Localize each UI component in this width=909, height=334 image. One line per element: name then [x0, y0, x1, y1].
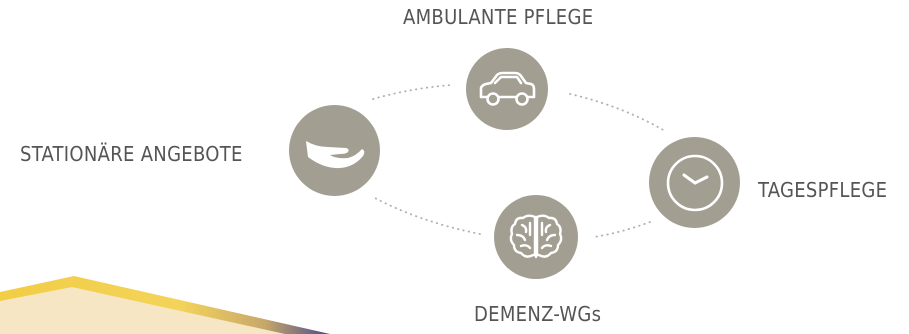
brain-icon — [509, 214, 563, 259]
car-icon — [479, 71, 536, 106]
circle-stationaere-angebote — [289, 105, 380, 196]
label-stationaere-angebote: STATIONÄRE ANGEBOTE — [20, 142, 243, 166]
label-demenz-wgs: DEMENZ-WGs — [474, 302, 602, 326]
label-ambulante-pflege: AMBULANTE PFLEGE — [403, 5, 594, 29]
connector-ambulant-tagespflege — [569, 93, 666, 132]
connector-demenz-stationaer — [372, 196, 481, 235]
circle-tagespflege — [649, 137, 740, 228]
connector-tagespflege-demenz — [593, 221, 651, 238]
hand-icon — [305, 140, 364, 168]
connector-stationaer-ambulant — [372, 84, 453, 100]
circle-ambulante-pflege — [466, 48, 548, 130]
label-tagespflege: TAGESPFLEGE — [758, 178, 888, 202]
clock-icon — [666, 154, 723, 211]
circle-demenz-wgs — [494, 195, 578, 279]
